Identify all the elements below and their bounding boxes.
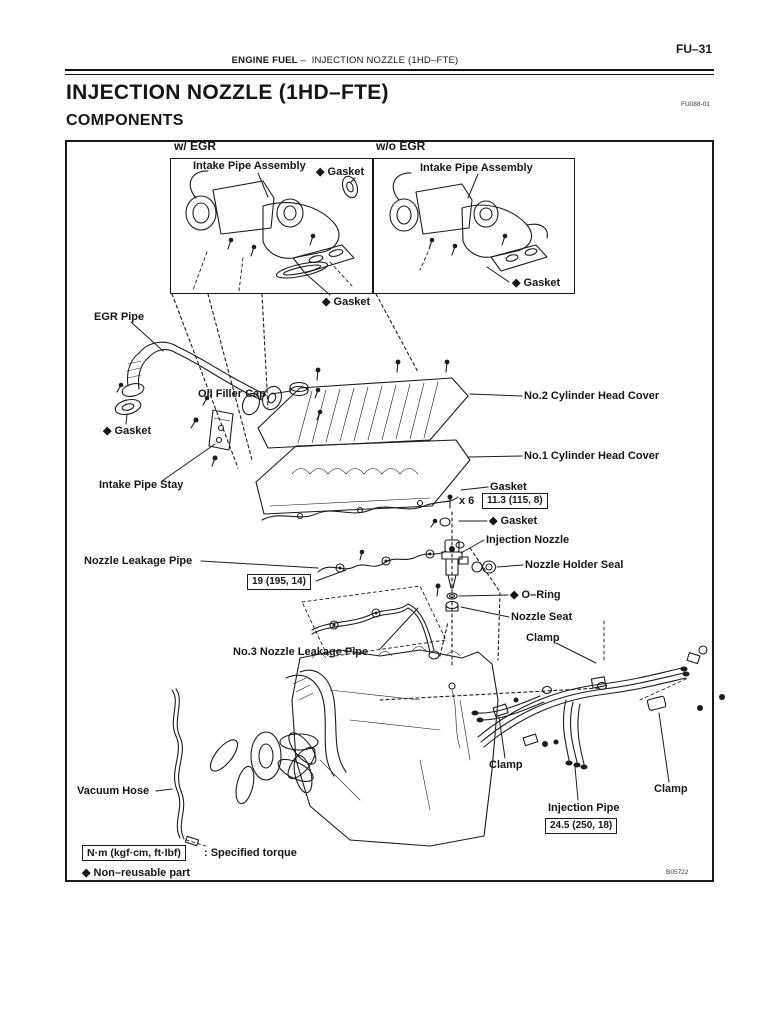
label-bolt-count: x 6 xyxy=(459,495,475,507)
legend-torque-box: N·m (kgf·cm, ft·lbf) xyxy=(82,845,186,861)
running-header: ENGINE FUEL – INJECTION NOZZLE (1HD–FTE) xyxy=(0,55,690,66)
page-title: INJECTION NOZZLE (1HD–FTE) xyxy=(66,81,389,104)
header-rule xyxy=(65,69,714,75)
label-no1-head-cover: No.1 Cylinder Head Cover xyxy=(524,450,660,462)
label-oil-filler-cap: Oil Filler Cap xyxy=(198,388,266,400)
label-nozzle-seat: Nozzle Seat xyxy=(511,611,573,623)
label-cover-gasket: Gasket xyxy=(490,481,527,493)
label-injection-nozzle: Injection Nozzle xyxy=(486,534,570,546)
label-clamp-upper: Clamp xyxy=(526,632,560,644)
label-no3-nozzle-leakage-pipe: No.3 Nozzle Leakage Pipe xyxy=(233,646,369,658)
label-gasket-bottom-left: ◆ Gasket xyxy=(322,296,371,308)
torque-injection-pipe: 24.5 (250, 18) xyxy=(545,818,618,834)
label-intake-pipe-stay: Intake Pipe Stay xyxy=(99,479,184,491)
label-o-ring: ◆ O–Ring xyxy=(510,589,561,601)
page-number: FU–31 xyxy=(676,42,713,56)
running-header-topic: INJECTION NOZZLE (1HD–FTE) xyxy=(311,55,459,66)
running-header-section: ENGINE FUEL xyxy=(231,55,298,66)
label-clamp-right: Clamp xyxy=(654,783,688,795)
label-vacuum-hose: Vacuum Hose xyxy=(77,785,150,797)
label-no2-head-cover: No.2 Cylinder Head Cover xyxy=(524,390,660,402)
torque-head-cover: 11.3 (115, 8) xyxy=(482,493,548,509)
panel-heading-wo-egr: w/o EGR xyxy=(376,139,426,153)
diagram-frame xyxy=(65,140,714,882)
label-injection-pipe: Injection Pipe xyxy=(548,802,620,814)
label-nozzle-holder-seal: Nozzle Holder Seal xyxy=(525,559,624,571)
panel-wo-egr-box xyxy=(373,158,575,294)
legend-torque-meaning: : Specified torque xyxy=(204,847,297,859)
doc-code: B05722 xyxy=(666,869,689,876)
running-header-dash: – xyxy=(300,55,307,66)
label-intake-pipe-assembly-right: Intake Pipe Assembly xyxy=(420,162,533,174)
label-nozzle-leakage-pipe: Nozzle Leakage Pipe xyxy=(84,555,193,567)
legend-non-reusable: ◆ Non–reusable part xyxy=(82,867,191,879)
label-clamp-left: Clamp xyxy=(489,759,523,771)
label-nozzle-gasket: ◆ Gasket xyxy=(489,515,538,527)
label-gasket-top-left: ◆ Gasket xyxy=(316,166,365,178)
label-intake-pipe-assembly-left: Intake Pipe Assembly xyxy=(193,160,306,172)
label-gasket-right: ◆ Gasket xyxy=(512,277,561,289)
label-egr-pipe: EGR Pipe xyxy=(94,311,145,323)
figure-code: FU088-01 xyxy=(681,101,710,108)
label-egr-gasket: ◆ Gasket xyxy=(103,425,152,437)
panel-heading-w-egr: w/ EGR xyxy=(174,139,217,153)
section-title: COMPONENTS xyxy=(66,112,184,129)
torque-leakage-pipe: 19 (195, 14) xyxy=(247,574,311,590)
panel-w-egr-box xyxy=(170,158,373,294)
